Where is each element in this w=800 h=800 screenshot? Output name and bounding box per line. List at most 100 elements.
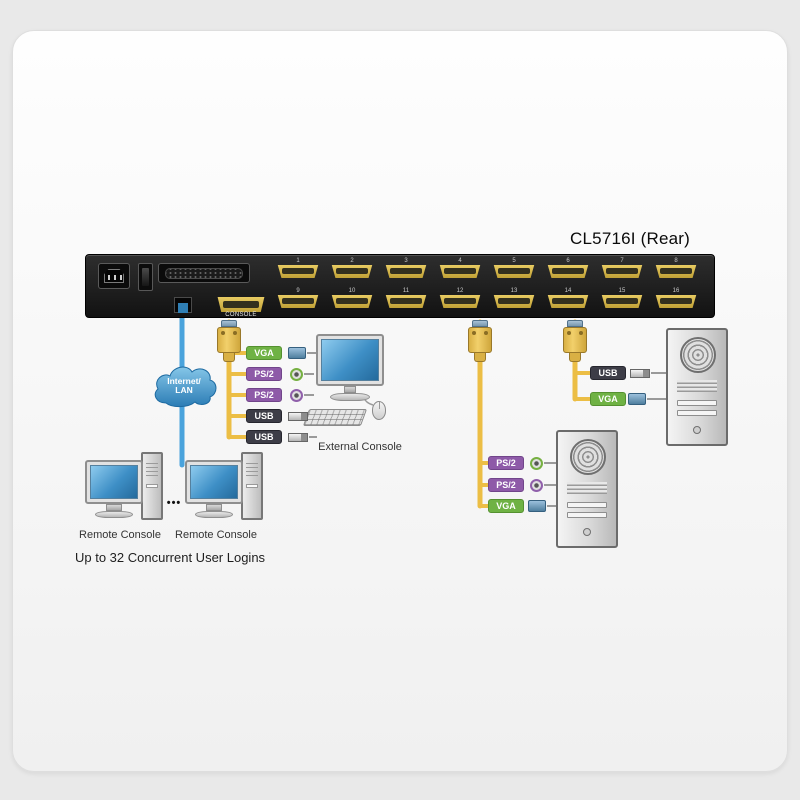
usb-connector-icon [630,369,650,378]
port-number: 2 [350,258,354,264]
connector-strain-relief [569,353,581,362]
remote-console-right [185,452,265,530]
console-cable-branches [229,351,246,439]
vga-port-connector [493,295,535,308]
ps2-connector-icon [530,479,543,492]
vga-port-connector [331,295,373,308]
cloud-label-line1: Internet/ [167,376,201,386]
usb-tag: USB [246,409,282,423]
ps2-tag: PS/2 [246,388,282,402]
remote-tower [141,452,163,520]
monitor-screen [90,465,138,499]
console-port [217,297,265,312]
keyboard [302,409,368,426]
vga-port-connector [493,265,535,278]
fan-grille [680,337,716,373]
fan-grille [570,439,606,475]
port-number: 16 [672,288,680,294]
vent-slats [246,460,258,476]
vga-port-connector [655,295,697,308]
vent-slats [146,460,158,476]
cloud-shape [154,366,217,408]
vga-port: 7 [599,258,645,279]
monitor-base [95,511,133,518]
port-number: 4 [458,258,462,264]
vent-slats [567,482,607,494]
internet-cloud: Internet/ LAN [151,360,217,412]
vga-port: 12 [437,288,483,309]
monitor-screen [321,339,379,381]
kvm-cable-connector-mid [468,320,492,364]
monitor-base [330,393,370,401]
ps2-connector-icon [530,457,543,470]
vga-connector-icon [528,500,546,512]
server-mid-connector-tails [544,462,557,507]
drive-bay [246,484,258,488]
connector-strain-relief [223,353,235,362]
vga-port: 1 [275,258,321,279]
server-tower-mid [556,430,618,548]
monitor-base [195,511,233,518]
server-right-connector-tails [647,372,667,400]
vga-connector-icon [288,347,306,359]
vga-port-connector [385,295,427,308]
ps2-tag: PS/2 [488,456,524,470]
vga-port-connector [547,295,589,308]
power-inlet [98,263,130,289]
ps2-tag: PS/2 [246,367,282,381]
cloud-label-line2: LAN [175,385,193,395]
port-number: 6 [566,258,570,264]
connector-strain-relief [474,353,486,362]
vga-tag: VGA [590,392,626,406]
ps2-tag: PS/2 [488,478,524,492]
vga-port: 15 [599,288,645,309]
vga-port-connector [277,265,319,278]
diagram-title: CL5716I (Rear) [570,229,690,248]
inlet-pin [120,275,122,280]
monitor-screen [190,465,238,499]
port-number: 7 [620,258,624,264]
vga-port: 16 [653,288,699,309]
vga-port-connector [439,265,481,278]
port-number: 11 [402,288,410,294]
drive-bay [146,484,158,488]
kvm-cable-connector-console [217,320,241,364]
remote-tower [241,452,263,520]
server-tower-right [666,328,728,446]
cloud-label: Internet/ LAN [151,360,217,412]
port-number: 15 [618,288,626,294]
lan-port [174,297,192,313]
rj45-plug [178,303,188,313]
usb-connector-icon [288,433,308,442]
port-number: 13 [510,288,518,294]
monitor-neck [344,386,356,393]
vga-port: 3 [383,258,429,279]
concurrent-logins-caption: Up to 32 Concurrent User Logins [75,550,266,565]
port-number: 10 [348,288,356,294]
vga-port: 9 [275,288,321,309]
power-button [693,426,701,434]
remote-monitor [185,460,243,504]
ellipsis: ••• [166,497,182,509]
drive-bay [677,410,717,416]
ps2-connector-icon [290,389,303,402]
drive-bay [567,512,607,518]
usb-tag: USB [246,430,282,444]
vga-port-connector [601,265,643,278]
port-number: 9 [296,288,300,294]
vga-port-connector [439,295,481,308]
daisy-chain-port [158,263,250,283]
vga-port-connector [331,265,373,278]
drive-bay [677,400,717,406]
monitor-neck [106,504,122,511]
port-number: 8 [674,258,678,264]
port-number: 3 [404,258,408,264]
ps2-connector-icon [290,368,303,381]
power-rocker [142,268,149,286]
vga-port: 6 [545,258,591,279]
port-number: 5 [512,258,516,264]
vga-tag: VGA [488,499,524,513]
connector-body [563,327,587,353]
external-console-label: External Console [318,441,402,453]
